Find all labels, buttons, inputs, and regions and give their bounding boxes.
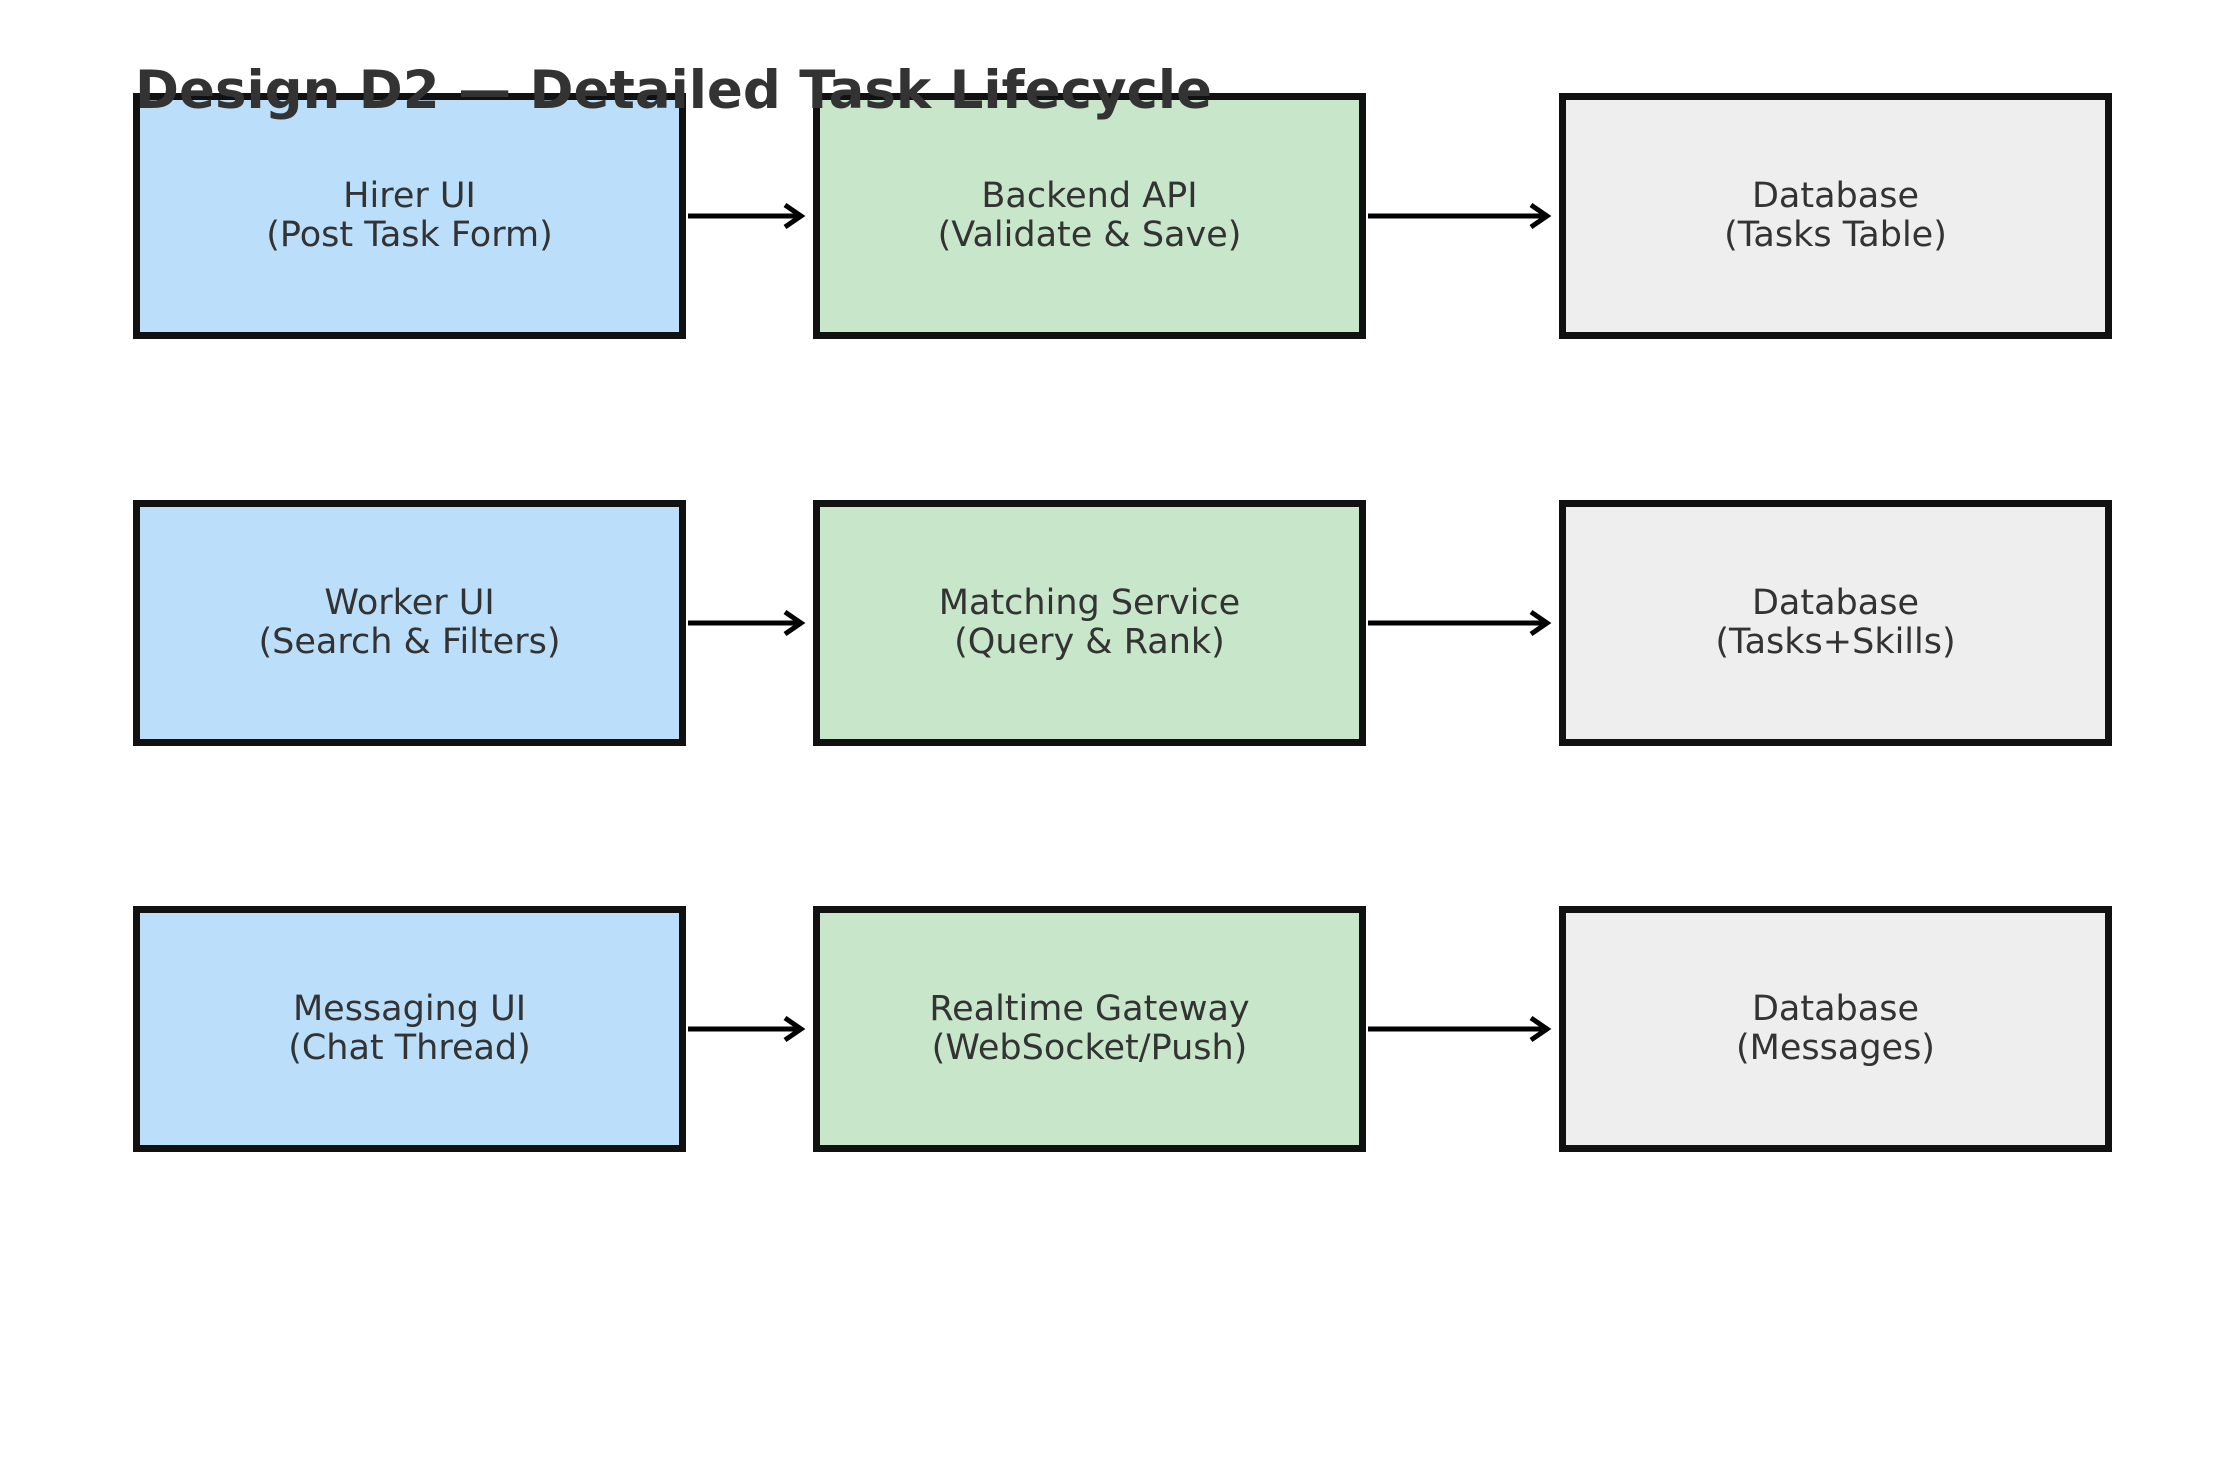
box-subtitle: (WebSocket/Push) [931, 1028, 1248, 1068]
backend-api-box: Backend API (Validate & Save) [813, 93, 1366, 339]
box-title: Realtime Gateway [929, 989, 1250, 1029]
box-title: Worker UI [324, 583, 495, 623]
worker-ui-box: Worker UI (Search & Filters) [133, 500, 686, 746]
messaging-ui-box: Messaging UI (Chat Thread) [133, 906, 686, 1152]
box-subtitle: (Query & Rank) [954, 622, 1225, 662]
arrow-worker-to-matching [688, 609, 806, 637]
matching-service-box: Matching Service (Query & Rank) [813, 500, 1366, 746]
box-title: Messaging UI [292, 989, 527, 1029]
box-title: Hirer UI [343, 176, 476, 216]
tasks-database-box: Database (Tasks Table) [1559, 93, 2112, 339]
box-title: Backend API [981, 176, 1198, 216]
realtime-gateway-box: Realtime Gateway (WebSocket/Push) [813, 906, 1366, 1152]
hirer-ui-box: Hirer UI (Post Task Form) [133, 93, 686, 339]
diagram-title: Design D2 — Detailed Task Lifecycle [135, 60, 1213, 121]
box-subtitle: (Chat Thread) [288, 1028, 531, 1068]
arrow-hirer-to-backend [688, 202, 806, 230]
box-subtitle: (Validate & Save) [937, 215, 1242, 255]
box-title: Database [1751, 583, 1919, 623]
arrow-backend-to-database [1368, 202, 1552, 230]
arrow-gateway-to-database [1368, 1015, 1552, 1043]
box-title: Matching Service [938, 583, 1241, 623]
skills-database-box: Database (Tasks+Skills) [1559, 500, 2112, 746]
box-subtitle: (Tasks+Skills) [1715, 622, 1956, 662]
box-subtitle: (Messages) [1736, 1028, 1935, 1068]
arrow-matching-to-database [1368, 609, 1552, 637]
arrow-messaging-to-gateway [688, 1015, 806, 1043]
box-subtitle: (Tasks Table) [1724, 215, 1947, 255]
box-title: Database [1751, 989, 1919, 1029]
box-subtitle: (Search & Filters) [258, 622, 561, 662]
messages-database-box: Database (Messages) [1559, 906, 2112, 1152]
box-title: Database [1751, 176, 1919, 216]
box-subtitle: (Post Task Form) [266, 215, 553, 255]
